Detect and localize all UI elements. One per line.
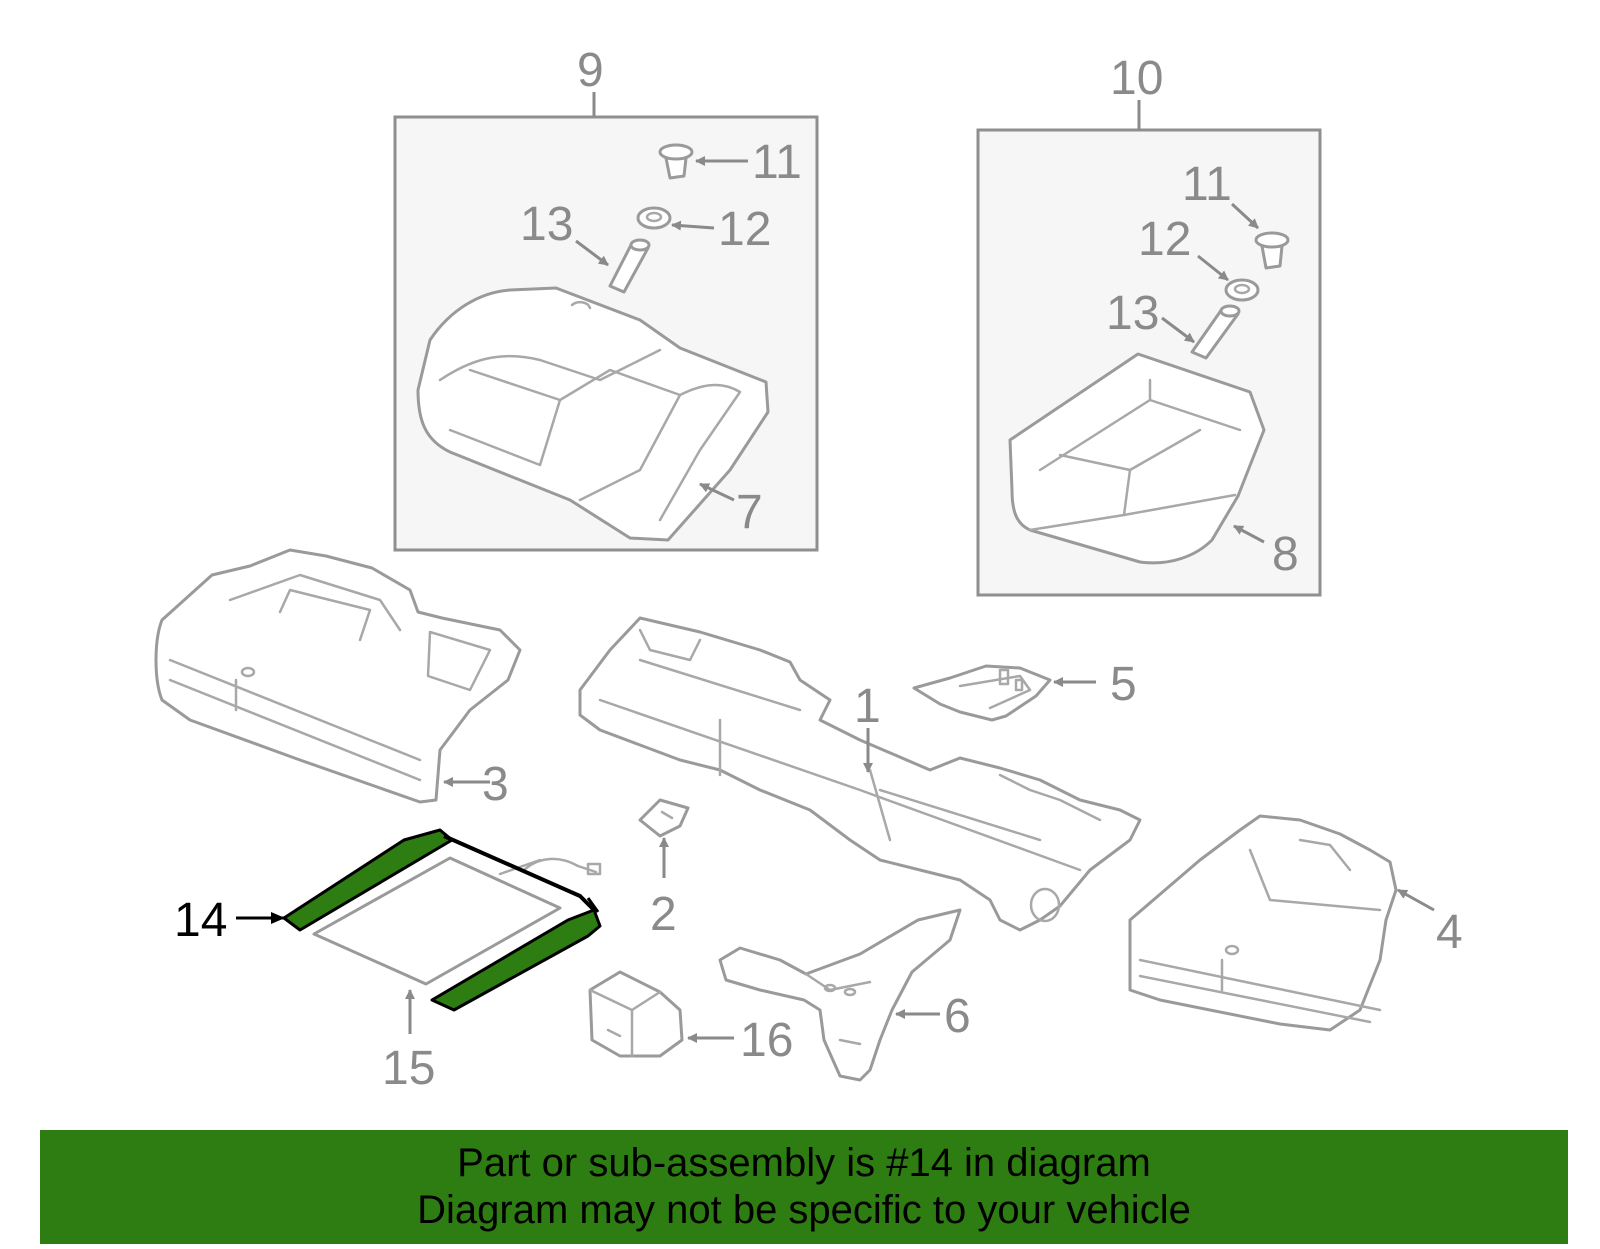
clip-part-11a xyxy=(658,143,694,180)
module-part-16 xyxy=(588,970,684,1058)
callout-14: 14 xyxy=(174,894,227,947)
callout-13a: 13 xyxy=(520,198,573,251)
pin-part-13a xyxy=(608,238,651,294)
callout-12b: 12 xyxy=(1138,213,1191,266)
grommet-part-12a xyxy=(636,206,672,230)
callout-1: 1 xyxy=(854,680,881,733)
callout-2: 2 xyxy=(650,888,677,941)
callout-3: 3 xyxy=(482,758,509,811)
seat-cushion-part-8 xyxy=(1008,352,1266,565)
left-seat-pan-part-3 xyxy=(154,548,522,804)
seat-cushion-cover-kit-box: 10 11 12 13 8 xyxy=(976,52,1322,597)
bracket-part-5 xyxy=(912,664,1052,722)
callout-12a: 12 xyxy=(718,203,771,256)
right-seat-pan-part-4 xyxy=(1128,814,1398,1032)
info-banner-line-1: Part or sub-assembly is #14 in diagram xyxy=(457,1141,1151,1185)
callout-10: 10 xyxy=(1110,52,1163,105)
callout-16: 16 xyxy=(740,1014,793,1067)
support-bracket-part-6 xyxy=(718,908,962,1082)
callout-11a: 11 xyxy=(752,136,802,189)
callout-7: 7 xyxy=(736,486,763,539)
heater-pad-part-15 xyxy=(312,856,602,986)
callout-11b: 11 xyxy=(1182,158,1232,211)
callout-5: 5 xyxy=(1110,658,1137,711)
info-banner-line-2: Diagram may not be specific to your vehi… xyxy=(417,1188,1191,1232)
callout-4: 4 xyxy=(1436,906,1463,959)
clip-part-2 xyxy=(638,798,690,838)
seat-back-cover-kit-box: 9 11 12 13 7 xyxy=(393,44,819,552)
callout-13b: 13 xyxy=(1106,287,1159,340)
seat-frame-part-1 xyxy=(578,616,1142,932)
side-pad-part-14 xyxy=(282,828,602,1012)
grommet-part-12b xyxy=(1224,278,1260,302)
pin-part-13b xyxy=(1190,304,1241,360)
callout-15: 15 xyxy=(382,1042,435,1095)
clip-part-11b xyxy=(1254,231,1290,270)
seat-back-cushion-part-7 xyxy=(416,286,770,542)
info-banner: Part or sub-assembly is #14 in diagram D… xyxy=(40,1130,1568,1244)
callout-6: 6 xyxy=(944,990,971,1043)
parts-diagram: 9 11 12 13 7 xyxy=(154,44,1463,1095)
callout-8: 8 xyxy=(1272,528,1299,581)
callout-9: 9 xyxy=(577,44,604,97)
